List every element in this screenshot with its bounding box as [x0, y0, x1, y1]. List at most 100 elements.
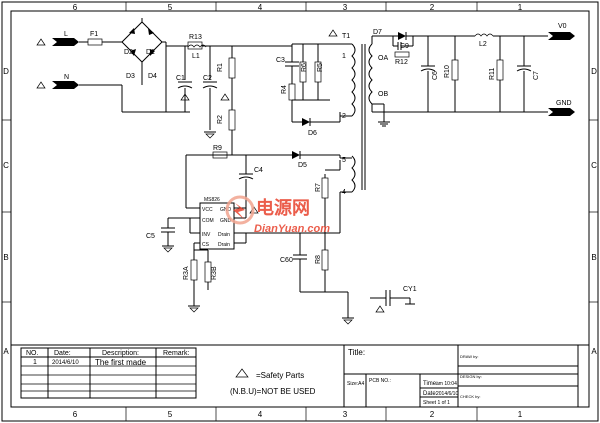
drawn-by-label: DRAW by: [460, 354, 479, 359]
transformer-primary [351, 43, 356, 117]
rev-header-no: NO. [26, 350, 39, 357]
fuse-f1-label: F1 [90, 31, 98, 38]
row-label-c-right: C [591, 161, 597, 170]
transformer-pin-ob: OB [378, 91, 388, 98]
row-label-a: A [3, 347, 9, 356]
col-label-2: 2 [430, 3, 435, 12]
revision-table [20, 347, 197, 399]
transformer-pin-1: 1 [342, 53, 346, 60]
resistor-r9-label: R9 [213, 145, 222, 152]
col-label-3: 3 [343, 3, 348, 12]
resistor-r5-label: R5 [317, 63, 324, 72]
resistor-r1-label: R1 [217, 63, 224, 72]
safety-triangle-icon [235, 368, 249, 378]
resistor-r4-label: R4 [281, 85, 288, 94]
ic-pin-gnd-2: GND [220, 218, 232, 224]
time-label: Time: [423, 381, 438, 387]
safety-triangle-icon [328, 29, 338, 37]
diode-d7-label: D7 [373, 29, 382, 36]
resistor-r3a-label: R3A [183, 266, 190, 280]
safety-triangle-icon [180, 93, 190, 101]
resistor-r9 [212, 151, 228, 159]
resistor-r7-label: R7 [315, 183, 322, 192]
cap-c1-label: C1 [176, 75, 185, 82]
resistor-r12-label: R12 [395, 59, 408, 66]
rev-row-no: 1 [33, 359, 37, 366]
rev-row-date: 2014/6/10 [52, 360, 79, 366]
col-label-4: 4 [258, 3, 263, 12]
port-gnd-label: GND [556, 100, 572, 107]
transformer-secondary [368, 43, 373, 105]
row-label-a-right: A [591, 347, 597, 356]
cap-c7-label: C7 [533, 71, 540, 80]
diode-d4-label: D4 [148, 73, 157, 80]
rev-header-date: Date: [54, 350, 71, 357]
port-l [52, 38, 79, 46]
resistor-r8-label: R8 [315, 255, 322, 264]
check-by-label: CHECK by: [460, 394, 480, 399]
transformer-aux-winding [351, 155, 356, 193]
ic-pin-drain-2: Drain [218, 242, 230, 248]
ic-pin-com: COM [202, 218, 214, 224]
port-v0-label: V0 [558, 23, 567, 30]
diode-d3-label: D3 [126, 73, 135, 80]
ground-icon [189, 307, 199, 313]
date-value: 2014/6/10 [436, 391, 458, 397]
port-n-label: N [64, 74, 69, 81]
port-v0 [548, 32, 575, 40]
row-label-b: B [3, 253, 8, 262]
col-label-1-bottom: 1 [518, 410, 523, 419]
safety-triangle-icon [220, 93, 230, 101]
inductor-l2 [474, 33, 494, 37]
diode-d6-icon [302, 118, 310, 126]
legend-safety: =Safety Parts [256, 371, 304, 380]
ic-name: MS826 [204, 197, 220, 203]
col-label-3-bottom: 3 [343, 410, 348, 419]
title-block [343, 344, 579, 408]
diode-d5-label: D5 [298, 162, 307, 169]
ic-ms826 [199, 202, 235, 250]
title-label: Title: [348, 348, 365, 357]
safety-triangle-icon [36, 81, 46, 89]
inductor-l1-label: L1 [192, 53, 200, 60]
time-value: am 10:04 [436, 381, 457, 387]
size-label: Size:A4 [347, 381, 364, 387]
rev-header-description: Description: [102, 350, 139, 357]
cap-c6-label: C6 [432, 71, 439, 80]
diode-d3-icon [130, 49, 136, 56]
resistor-r12 [394, 51, 410, 58]
ic-pin-vcc: VCC [202, 207, 213, 213]
diode-d2-icon [129, 28, 135, 34]
diode-d5-icon [292, 151, 300, 159]
resistor-r2-label: R2 [217, 115, 224, 124]
row-label-d-right: D [591, 67, 597, 76]
ic-pin-cs: CS [202, 242, 210, 248]
legend-nbu: (N.B.U)=NOT BE USED [230, 387, 316, 396]
col-label-2-bottom: 2 [430, 410, 435, 419]
sheet-number: Sheet 1 of 1 [423, 400, 450, 406]
diode-d7-icon [398, 32, 406, 40]
transformer-pin-oa: OA [378, 55, 388, 62]
resistor-r13-label: R13 [189, 34, 202, 41]
diode-d4-icon [150, 49, 155, 56]
col-label-5: 5 [168, 3, 173, 12]
transformer-t1-label: T1 [342, 33, 350, 40]
cap-c60-label: C60 [280, 257, 293, 264]
inductor-l1 [187, 44, 207, 48]
ground-icon [205, 133, 215, 139]
resistor-r6-label: R6 [301, 63, 308, 72]
resistor-r10-label: R10 [444, 65, 451, 78]
col-label-6-bottom: 6 [73, 410, 78, 419]
rev-row-description: The first made [95, 358, 147, 367]
transformer-pin-5: 5 [342, 157, 346, 164]
cap-c9-label: C9 [400, 43, 409, 50]
port-l-label: L [64, 31, 68, 38]
row-label-b-right: B [591, 253, 596, 262]
inductor-l2-label: L2 [479, 41, 487, 48]
port-gnd [548, 108, 575, 116]
inner-frame [10, 10, 590, 408]
pcb-label: PCB NO.: [369, 378, 391, 384]
row-label-c: C [3, 161, 9, 170]
watermark: 电源网 DianYuan.com [225, 195, 330, 235]
